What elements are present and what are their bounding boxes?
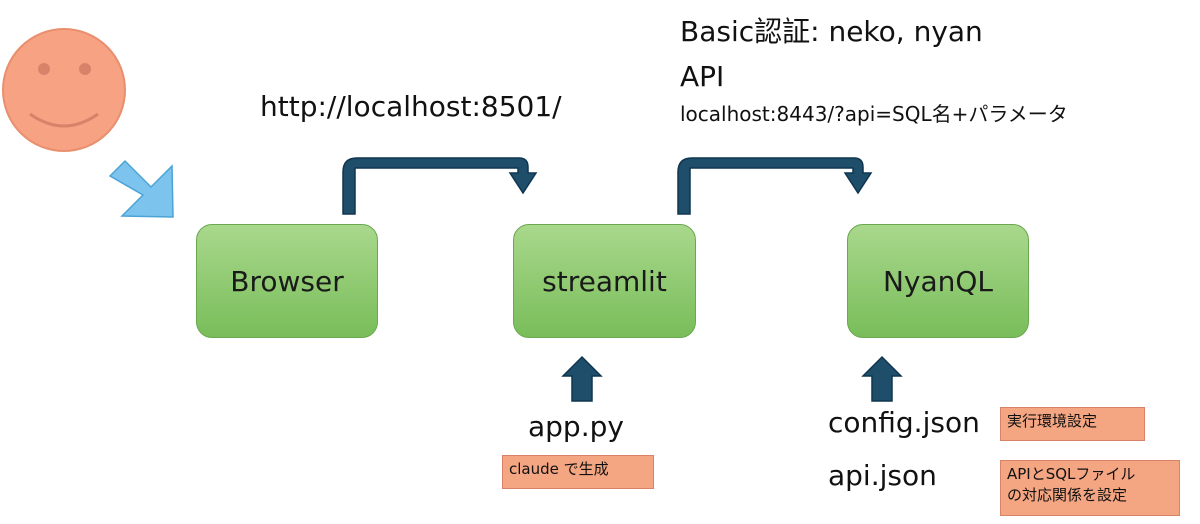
env-config-note: 実行環境設定 (1000, 407, 1145, 441)
claude-generated-note: claude で生成 (502, 455, 654, 489)
api-title: API (680, 60, 725, 93)
arrow-down-right-icon (108, 159, 174, 218)
api-sql-mapping-line2: の対応関係を設定 (1007, 486, 1128, 504)
api-sql-mapping-line1: APIとSQLファイル (1007, 465, 1136, 483)
api-sql-mapping-note: APIとSQLファイル の対応関係を設定 (1000, 460, 1180, 516)
arrow-up-icon (861, 355, 903, 402)
browser-node: Browser (196, 224, 378, 338)
nyanql-node-label: NyanQL (882, 264, 994, 298)
streamlit-node: streamlit (513, 224, 696, 338)
curved-arrow-icon (677, 157, 873, 215)
curved-arrow-icon (342, 157, 538, 215)
api-url-label: localhost:8443/?api=SQL名+パラメータ (680, 102, 1068, 126)
browser-url-label: http://localhost:8501/ (260, 90, 562, 123)
config-json-label: config.json (828, 406, 980, 439)
api-json-label: api.json (828, 459, 937, 492)
nyanql-node: NyanQL (847, 224, 1029, 338)
app-py-label: app.py (528, 410, 624, 443)
smiley-face-icon (2, 28, 126, 152)
streamlit-node-label: streamlit (542, 264, 667, 298)
arrow-up-icon (561, 355, 603, 402)
basic-auth-label: Basic認証: neko, nyan (680, 15, 983, 48)
browser-node-label: Browser (230, 264, 344, 298)
